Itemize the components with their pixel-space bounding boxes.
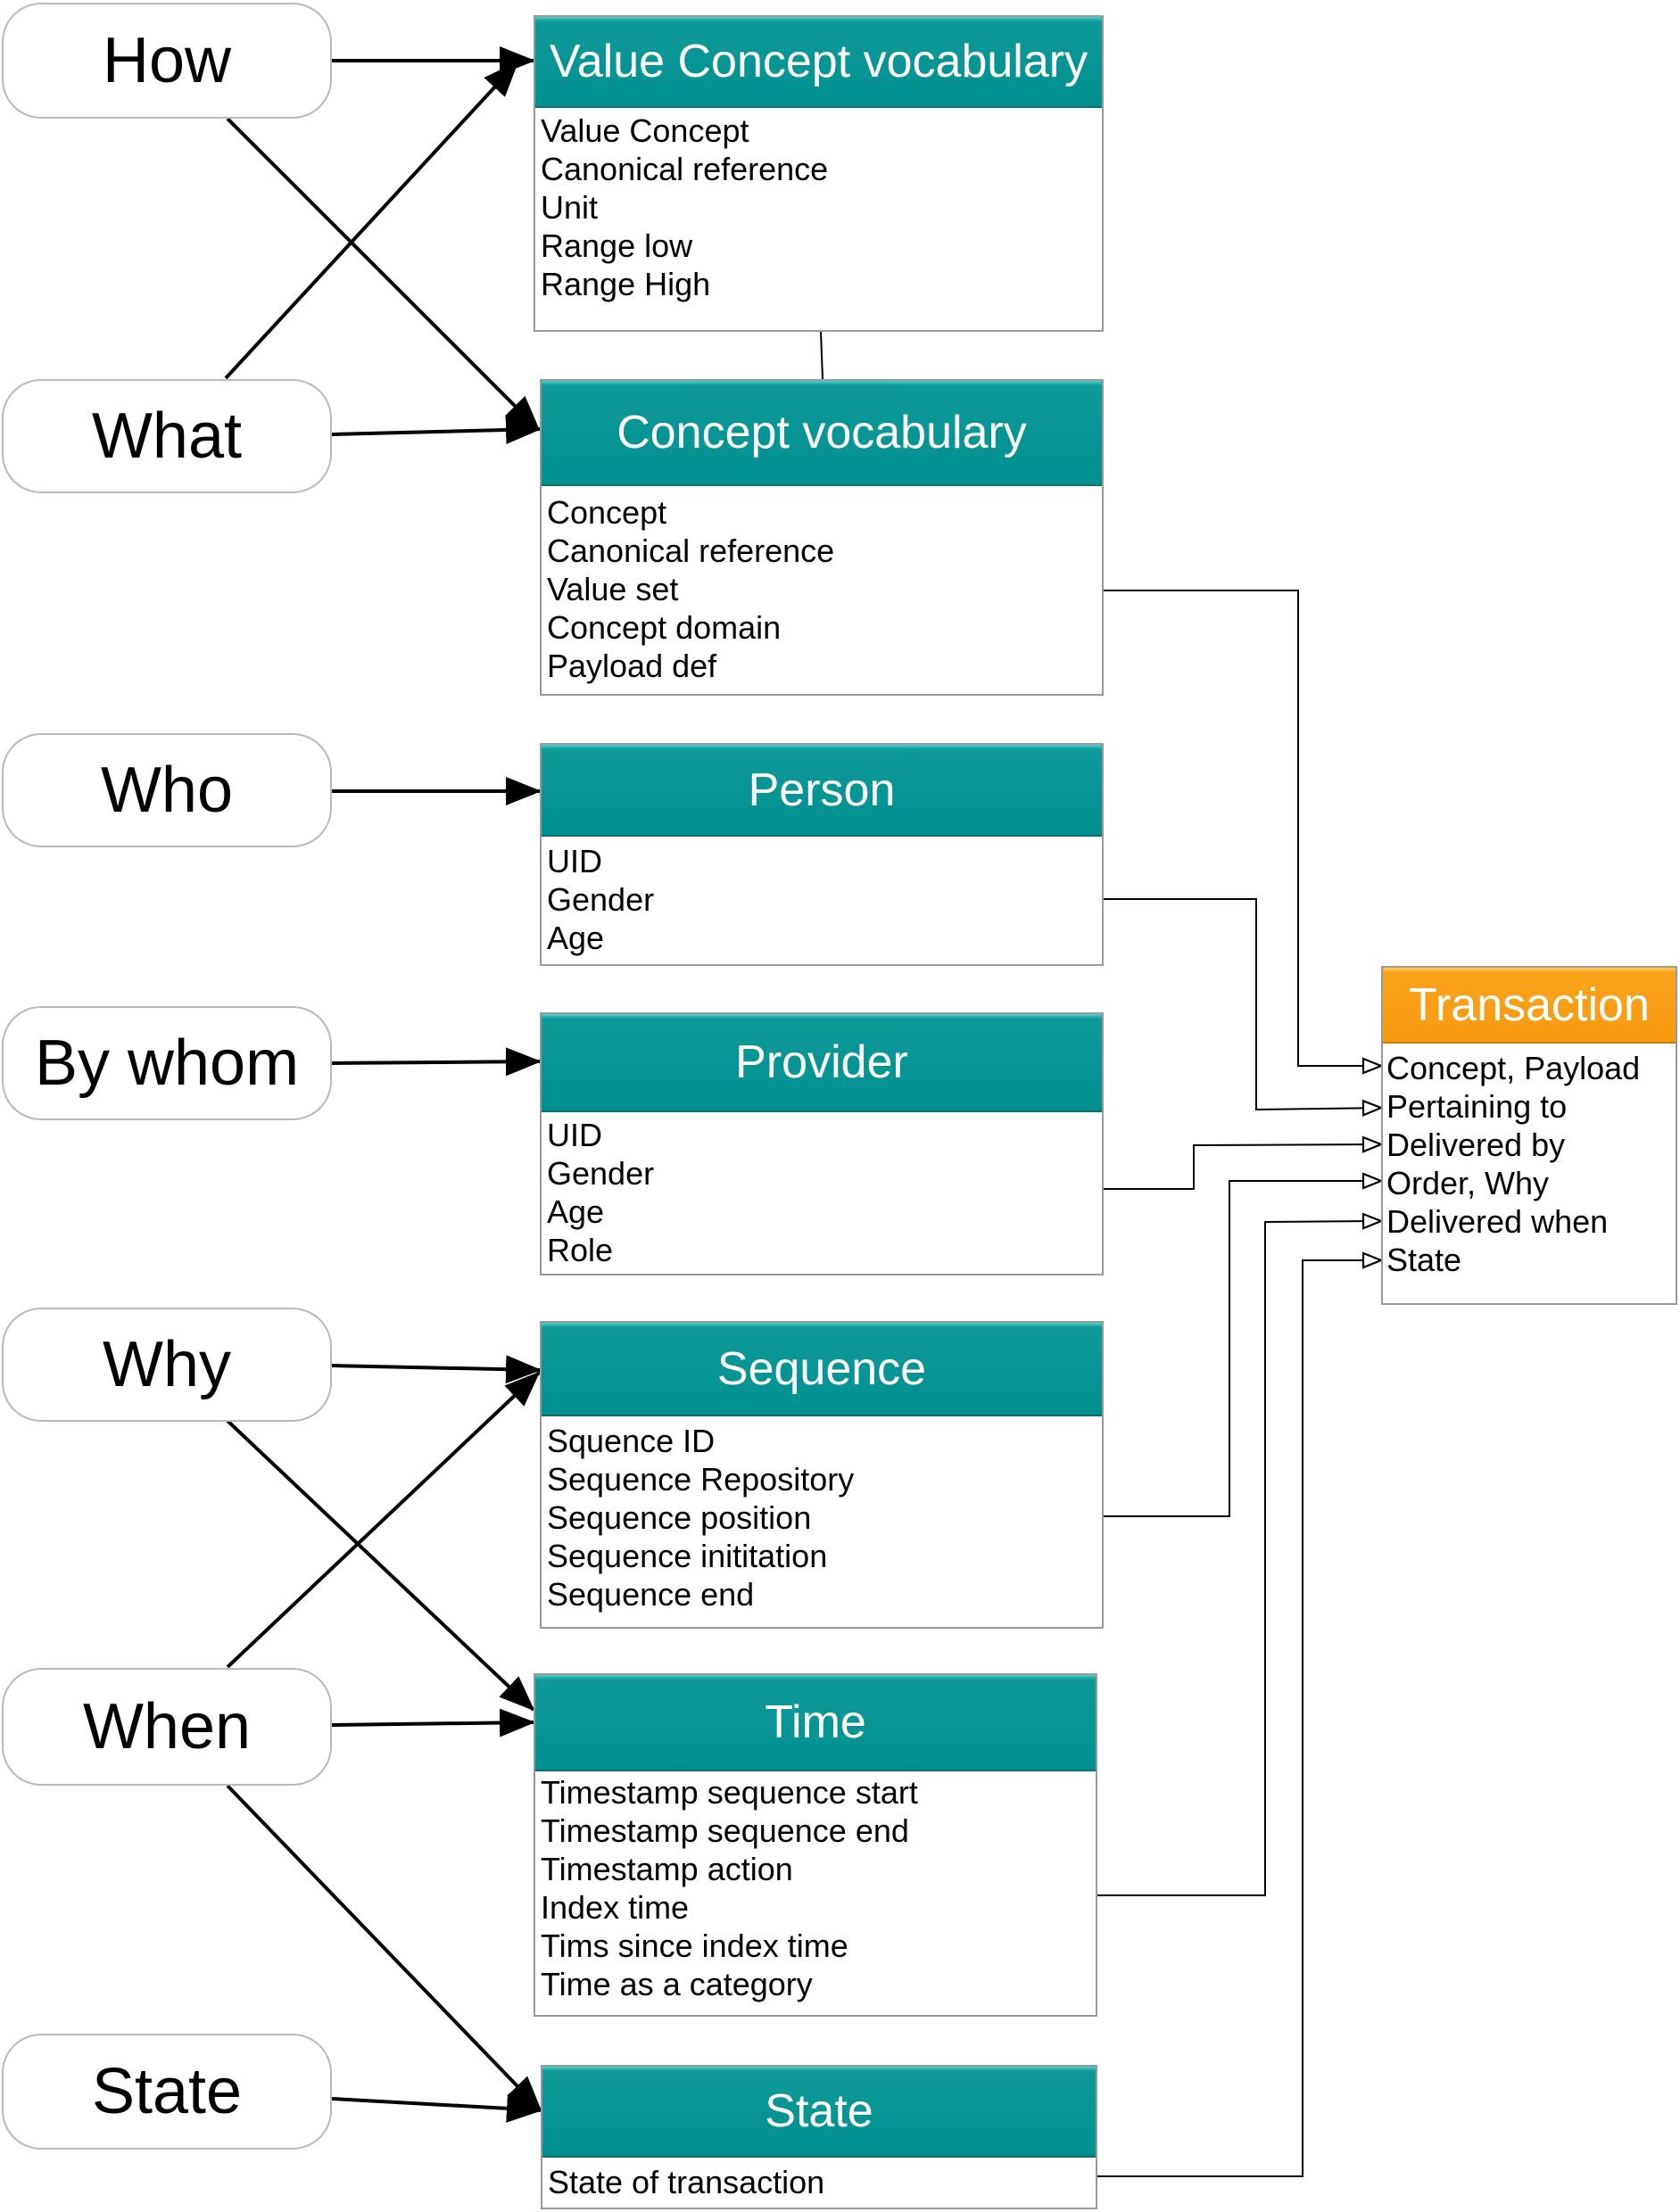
arrow-when-to-time [331, 1708, 535, 1737]
field: State of transaction [548, 2164, 825, 2200]
field: Timestamp sequence start [541, 1774, 918, 1811]
field: UID [547, 843, 602, 879]
sequence-box: Sequence Squence ID Sequence Repository … [540, 1321, 1104, 1629]
arrow-state-to-state [331, 2093, 542, 2123]
field: Time as a category [541, 1966, 813, 2002]
arrow-how-to-concept [226, 117, 541, 432]
person-box: Person UID Gender Age [540, 743, 1104, 966]
state-pill: State [2, 2034, 332, 2150]
when-label: When [82, 1691, 252, 1762]
connector-sequence-to-transaction [1104, 1181, 1381, 1517]
arrow-what-to-value-concept [224, 61, 519, 380]
concept-vocabulary-title: Concept vocabulary [542, 381, 1102, 486]
field: Tims since index time [541, 1927, 848, 1964]
link-value-concept-to-concept [820, 331, 823, 380]
field: Sequence end [547, 1576, 755, 1613]
field: Concept domain [547, 609, 782, 646]
field: Value set [547, 571, 679, 607]
person-fields: UID Gender Age [542, 837, 1102, 957]
provider-title: Provider [542, 1014, 1102, 1112]
field: Canonical reference [547, 532, 835, 569]
who-pill: Who [2, 733, 332, 847]
state-fields: State of transaction [542, 2158, 1096, 2201]
arrow-why-to-time [226, 1419, 535, 1712]
connector-concept-to-transaction [1104, 590, 1381, 1066]
by-whom-label: By whom [34, 1028, 300, 1099]
why-label: Why [103, 1329, 231, 1400]
transaction-fields: Concept, Payload Pertaining to Delivered… [1383, 1044, 1676, 1279]
field: UID [547, 1117, 602, 1153]
value-concept-vocabulary-title: Value Concept vocabulary [535, 17, 1102, 108]
field: Sequence inititation [547, 1538, 828, 1574]
why-pill: Why [2, 1308, 332, 1422]
field: Range low [541, 227, 693, 264]
how-label: How [102, 25, 232, 96]
field: Concept, Payload [1386, 1050, 1641, 1086]
arrow-why-to-sequence [331, 1355, 542, 1384]
time-title: Time [535, 1675, 1096, 1771]
what-label: What [91, 400, 243, 472]
state-box: State State of transaction [541, 2065, 1097, 2209]
field: Age [547, 1193, 605, 1230]
field: Role [547, 1232, 614, 1268]
provider-fields: UID Gender Age Role [542, 1112, 1102, 1269]
field: Concept [547, 494, 667, 531]
field: Delivered when [1386, 1203, 1609, 1240]
what-pill: What [2, 379, 332, 493]
sequence-fields: Squence ID Sequence Repository Sequence … [542, 1416, 1102, 1614]
field: Gender [547, 1155, 655, 1192]
sequence-title: Sequence [542, 1323, 1102, 1416]
field: Unit [541, 189, 599, 226]
state-title: State [542, 2067, 1096, 2158]
field: Value Concept [541, 112, 749, 149]
field: Pertaining to [1386, 1088, 1568, 1125]
transaction-title: Transaction [1383, 968, 1676, 1044]
connector-person-to-transaction [1104, 898, 1381, 1110]
arrow-when-to-sequence [226, 1371, 541, 1669]
arrow-by-whom-to-provider [331, 1047, 542, 1077]
arrow-when-to-state [226, 1784, 542, 2112]
who-label: Who [100, 755, 234, 826]
time-fields: Timestamp sequence start Timestamp seque… [535, 1771, 1096, 2003]
field: Timestamp sequence end [541, 1812, 909, 1849]
arrow-what-to-concept [331, 415, 542, 444]
field: Sequence position [547, 1499, 812, 1536]
field: Payload def [547, 648, 717, 684]
person-title: Person [542, 745, 1102, 837]
field: Timestamp action [541, 1851, 793, 1887]
field: Index time [541, 1889, 690, 1926]
value-concept-vocabulary-box: Value Concept vocabulary Value Concept C… [534, 15, 1104, 332]
field: Gender [547, 881, 655, 918]
transaction-box: Transaction Concept, Payload Pertaining … [1381, 966, 1677, 1305]
by-whom-pill: By whom [2, 1006, 332, 1120]
connector-time-to-transaction [1097, 1221, 1381, 1896]
time-box: Time Timestamp sequence start Timestamp … [534, 1673, 1097, 2017]
connector-provider-to-transaction [1104, 1144, 1381, 1190]
provider-box: Provider UID Gender Age Role [540, 1012, 1104, 1275]
value-concept-vocabulary-fields: Value Concept Canonical reference Unit R… [535, 108, 1102, 303]
concept-vocabulary-box: Concept vocabulary Concept Canonical ref… [540, 379, 1104, 696]
field: Delivered by [1386, 1127, 1566, 1163]
field: Squence ID [547, 1423, 716, 1459]
field: Order, Why [1386, 1165, 1550, 1201]
how-pill: How [2, 3, 332, 119]
field: State [1386, 1242, 1462, 1278]
concept-vocabulary-fields: Concept Canonical reference Value set Co… [542, 486, 1102, 685]
field: Canonical reference [541, 151, 829, 187]
field: Age [547, 920, 605, 956]
connector-state-to-transaction [1096, 1260, 1381, 2177]
state-label: State [91, 2056, 243, 2127]
field: Sequence Repository [547, 1461, 855, 1498]
when-pill: When [2, 1668, 332, 1786]
field: Range High [541, 266, 711, 302]
